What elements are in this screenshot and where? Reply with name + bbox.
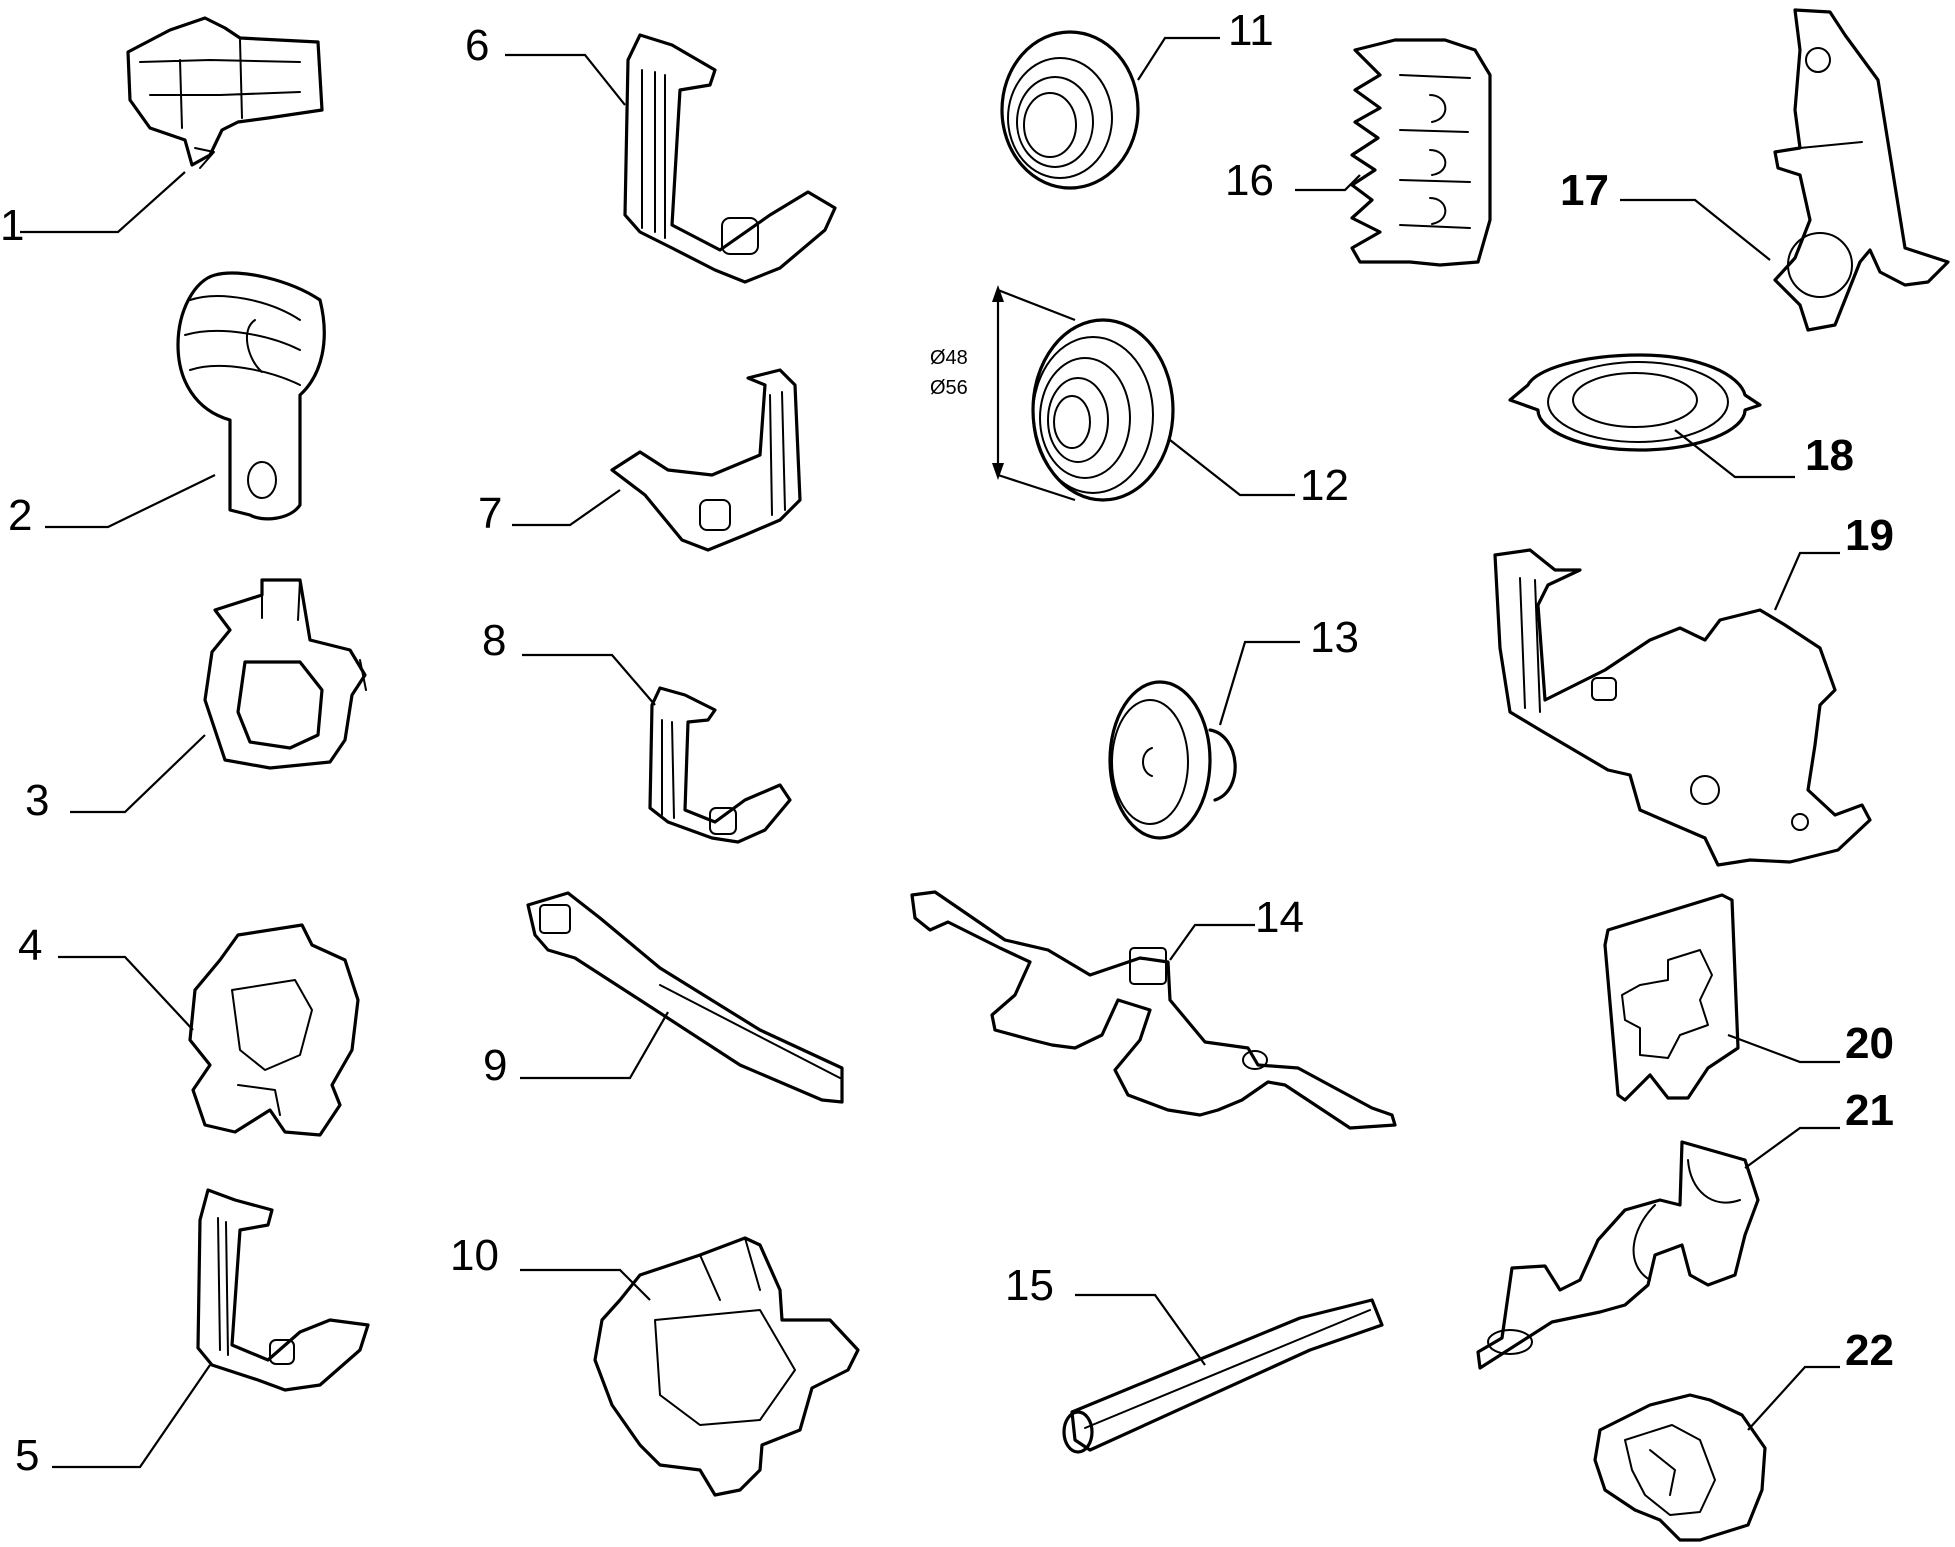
leader-21 (1744, 1126, 1840, 1169)
label-10: 10 (450, 1231, 499, 1280)
part-11-grommet (1000, 30, 1140, 190)
part-7-bracket-clip (610, 368, 802, 552)
label-8: 8 (482, 616, 506, 665)
part-18-cap (1508, 353, 1762, 452)
leader-6 (505, 53, 626, 106)
label-12: 12 (1300, 461, 1349, 510)
leader-5 (52, 1364, 211, 1469)
label-21: 21 (1845, 1086, 1894, 1135)
leader-14 (1169, 923, 1255, 961)
part-21-double-clamp (1476, 1140, 1760, 1370)
label-5: 5 (15, 1431, 39, 1480)
part-13-grommet (1108, 680, 1237, 840)
part-20-mounting-plate (1603, 893, 1740, 1102)
label-16: 16 (1225, 156, 1274, 205)
leader-17 (1620, 198, 1771, 261)
part-19-multi-clip-bracket (1493, 548, 1872, 867)
label-7: 7 (478, 489, 502, 538)
leader-8 (522, 653, 656, 706)
leader-13 (1218, 640, 1300, 726)
dim-diameter-56: Ø56 (930, 377, 968, 399)
leader-1 (20, 171, 186, 234)
label-15: 15 (1005, 1261, 1054, 1310)
label-6: 6 (465, 21, 489, 70)
dimension-lines: Ø48 Ø56 (930, 285, 1076, 502)
leader-10 (520, 1268, 651, 1301)
part-17-bracket-pipe-clip (1773, 8, 1950, 332)
part-12-grommet (1031, 318, 1175, 502)
leader-15 (1075, 1293, 1206, 1366)
leader-22 (1747, 1365, 1840, 1431)
part-6-bracket-clip (623, 33, 837, 284)
label-3: 3 (25, 776, 49, 825)
leader-3 (70, 734, 206, 814)
part-4-double-clip (188, 923, 360, 1137)
leader-20 (1727, 1033, 1840, 1064)
part-5-bracket-clip (196, 1188, 370, 1392)
label-18: 18 (1805, 431, 1854, 480)
leader-11 (1137, 36, 1220, 81)
part-9-cable-tie (526, 891, 844, 1104)
part-22-hose-clip (1593, 1393, 1767, 1542)
label-2: 2 (8, 491, 32, 540)
leader-4 (58, 955, 194, 1031)
label-20: 20 (1845, 1019, 1894, 1068)
part-8-bracket-clip (648, 686, 792, 844)
part-3-hose-clamp (203, 578, 367, 770)
label-14: 14 (1255, 893, 1304, 942)
label-19: 19 (1845, 511, 1894, 560)
label-22: 22 (1845, 1326, 1894, 1375)
part-14-wire-holder (910, 890, 1397, 1130)
label-11: 11 (1228, 6, 1274, 55)
part-16-triple-clip (1350, 38, 1492, 267)
leader-18 (1674, 429, 1795, 479)
leader-16 (1295, 174, 1361, 192)
label-9: 9 (483, 1041, 507, 1090)
label-17: 17 (1560, 166, 1609, 215)
leader-7 (512, 489, 621, 527)
label-1: 1 (0, 201, 24, 250)
leader-2 (45, 474, 216, 529)
part-15-edge-trim (1062, 1298, 1384, 1454)
leader-9 (520, 1011, 669, 1080)
part-10-cable-holder (593, 1236, 860, 1497)
leader-12 (1169, 439, 1295, 497)
label-13: 13 (1310, 613, 1359, 662)
leader-19 (1773, 551, 1840, 611)
dim-diameter-48: Ø48 (930, 347, 968, 369)
part-2-saddle-clamp (176, 271, 326, 521)
part-1-clip (126, 16, 324, 169)
label-4: 4 (18, 921, 42, 970)
